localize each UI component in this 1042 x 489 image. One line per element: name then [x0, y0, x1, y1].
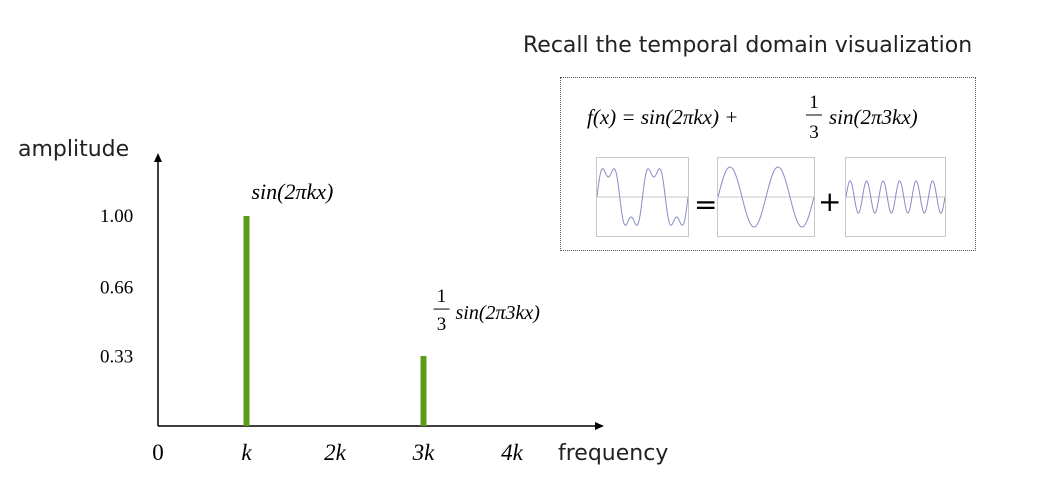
y-tick-label: 1.00	[100, 206, 133, 227]
chart-axes	[154, 153, 604, 430]
panel-title: Recall the temporal domain visualization	[523, 33, 973, 58]
x-tick-label: 3k	[412, 440, 436, 465]
plus-sign: +	[818, 185, 841, 218]
wave-combined	[596, 157, 689, 237]
formula-frac-den: 3	[809, 122, 819, 143]
x-tick-label: 0	[152, 440, 164, 465]
x-tick-labels: 0 k 2k 3k 4k	[152, 440, 523, 465]
wave-curve	[718, 166, 814, 228]
x-tick-label: 4k	[501, 440, 524, 465]
bar-label: sin(2π3kx)	[456, 302, 541, 324]
formula-rhs: sin(2π3kx)	[829, 105, 918, 129]
formula-frac-num: 1	[809, 92, 819, 113]
y-tick-labels: 0.33 0.66 1.00	[100, 206, 133, 368]
bar-label-frac-den: 3	[437, 314, 447, 335]
bar-label: sin(2πkx)	[252, 179, 334, 204]
formula-lhs: f(x) = sin(2πkx) +	[587, 105, 738, 129]
wave-fundamental	[717, 157, 815, 237]
equals-sign: =	[694, 188, 717, 221]
wave-curve	[846, 180, 945, 214]
wave-third-harmonic	[845, 157, 946, 237]
x-tick-label: 2k	[324, 440, 347, 465]
bar	[420, 356, 427, 426]
temporal-domain-panel: f(x) = sin(2πkx) + 1 3 sin(2π3kx) = +	[560, 77, 976, 251]
y-tick-label: 0.33	[100, 347, 133, 368]
x-axis-arrow	[595, 422, 604, 430]
y-axis-label: amplitude	[18, 137, 129, 162]
bars	[243, 216, 427, 426]
x-tick-label: k	[241, 440, 252, 465]
y-axis-arrow	[154, 153, 162, 162]
bar-label-frac-num: 1	[437, 286, 447, 307]
y-tick-label: 0.66	[100, 277, 133, 298]
bar-labels: sin(2πkx) 1 3 sin(2π3kx)	[252, 179, 541, 335]
x-axis-label: frequency	[558, 441, 668, 466]
wave-curve	[597, 168, 688, 226]
svg-text:f(x) = sin(2πkx) +: f(x) = sin(2πkx) +	[587, 105, 738, 129]
panel-formula: f(x) = sin(2πkx) + 1 3 sin(2π3kx) = +	[587, 92, 918, 221]
bar	[243, 216, 250, 426]
